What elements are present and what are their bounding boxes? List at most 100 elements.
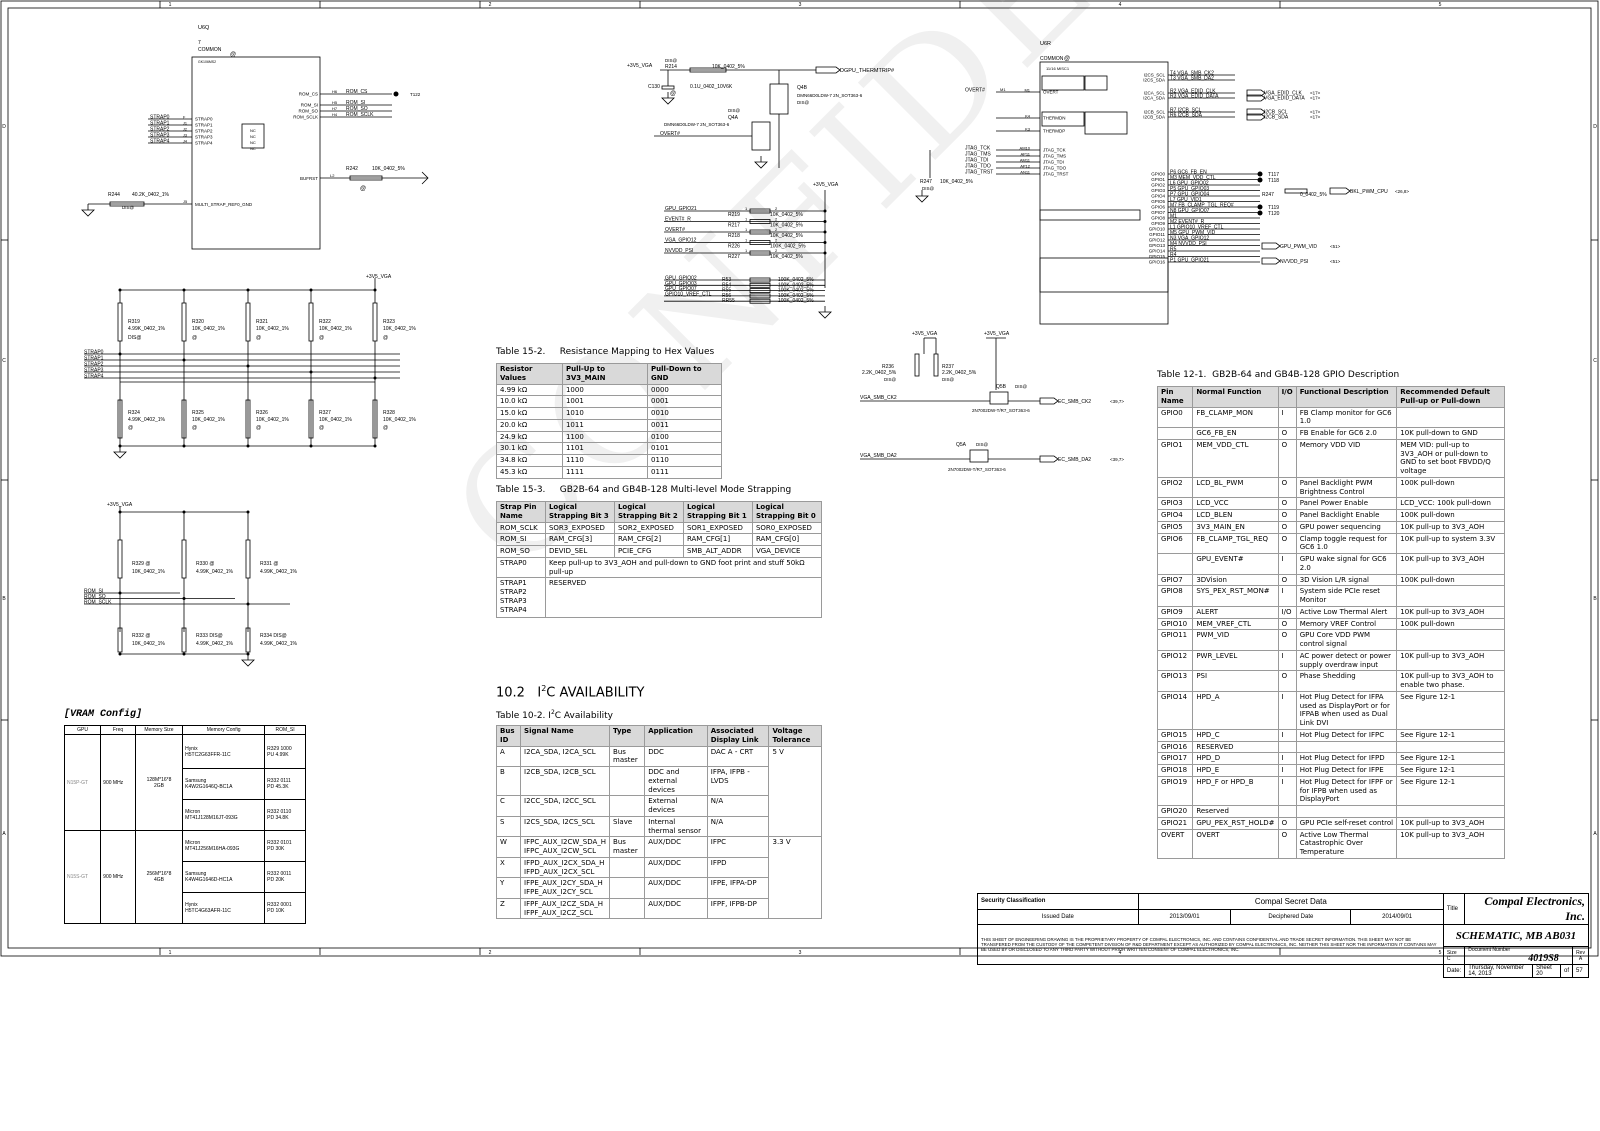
table-cell: I2CA_SDA, I2CA_SCL (520, 745, 611, 767)
resistor-ref: R329 @ (132, 561, 150, 567)
table-cell: Micron MT41J256M16HA-093G (182, 830, 266, 862)
net-label: EC_SMB_CK2 (1058, 399, 1091, 405)
table-header: Application (644, 725, 708, 747)
table-cell: Y (495, 877, 522, 899)
table-cell: GPU wake signal for GC6 2.0 (1295, 553, 1398, 575)
table-row: STRAP1 STRAP2 STRAP3 STRAP4 RESERVED (496, 577, 823, 619)
net-label: M3 MEM_VDD_CTL (1170, 175, 1216, 181)
pin-name: ROM_SO (298, 109, 318, 114)
table-cell: 10K pull-up to 3V3_AOH (1396, 520, 1505, 534)
table-cell: 10K pull-up to 3V3_AOH (1396, 605, 1505, 619)
border-row-label: D (2, 124, 6, 130)
table-cell: I (1277, 728, 1297, 742)
border-column-label: 5 (1439, 2, 1442, 8)
table-cell: Slave (609, 815, 646, 838)
table-cell: LCD_BL_PWM (1192, 476, 1279, 499)
border-row-label: B (1593, 596, 1597, 602)
table-cell: HPD_D (1192, 752, 1279, 765)
table-cell: N/A (706, 795, 770, 817)
table-cell: IFPD (706, 856, 770, 879)
table-cell: OVERT (1192, 828, 1279, 859)
u6q-tag: @ (230, 52, 236, 58)
resistor-value: 10K_0402_5% (770, 212, 803, 218)
table-cell: Memory VREF Control (1295, 617, 1398, 631)
resistor-ref: R323 (383, 319, 395, 325)
net-label: R2 VGA_EDID_CLK (1170, 89, 1216, 95)
pin-number: J2 (183, 128, 187, 132)
resistor-value: 10K_0402_1% (132, 569, 165, 575)
table-cell: 100K pull-down (1396, 573, 1505, 587)
table-header: Logical Strapping Bit 0 (751, 501, 823, 523)
table-row: Samsung K4W4G1646D-HC1A R332 0011 PD 20K (65, 861, 306, 893)
table-cell: DAC A - CRT (706, 745, 770, 767)
resistor-ref: R214 (665, 64, 677, 70)
table-cell: 0011 (647, 418, 722, 432)
table-cell: I2CC_SDA, I2CC_SCL (520, 795, 611, 817)
caption-title-sup: 2 (550, 709, 555, 716)
ground-icon (661, 97, 675, 105)
table-cell: O (1277, 670, 1297, 692)
table-cell: ALERT (1192, 605, 1279, 619)
pin-number: AP11 (1021, 152, 1031, 157)
table-cell: GPIO2 (1156, 476, 1194, 499)
pin-number: AM10 (1020, 146, 1031, 151)
table-header: Type (609, 725, 646, 747)
pin-number: AM11 (1020, 158, 1031, 163)
caption-title: GB2B-64 and GB4B-128 GPIO Description (1212, 370, 1400, 380)
table-cell: PSI (1192, 670, 1279, 692)
resistor-ref: R330 @ (196, 561, 214, 567)
table-cell: DEVID_SEL (544, 545, 615, 558)
table-cell: Internal thermal sensor (644, 815, 708, 838)
table-cell: Hot Plug Detect for IFPC (1295, 728, 1398, 742)
table-header: Voltage Tolerance (768, 725, 822, 747)
pin-name: GPIO12 (1149, 238, 1166, 243)
pin-number: H5 (332, 100, 338, 105)
sheet-inner-border (7, 7, 1592, 949)
test-point-label: T119 (1268, 205, 1279, 211)
pin-number: AP12 (1020, 164, 1031, 169)
table-cell: 1001 (561, 395, 649, 408)
junction-dot (246, 510, 250, 514)
sheet-cell: Sheet 20 (1532, 964, 1561, 978)
net-ref: <17> (1310, 91, 1321, 96)
test-point-icon (1257, 171, 1263, 177)
pin-number: 1 (745, 206, 748, 211)
resistor-ref: R217 (728, 223, 740, 229)
table-cell (609, 765, 646, 797)
resistor-value: 4.99K_0402_1% (128, 326, 166, 332)
table-cell: 3DVision (1192, 573, 1279, 587)
pin-number: M1 (1024, 88, 1030, 93)
net-label: VGA_EDID_DATA (1264, 96, 1305, 102)
table-cell: External devices (644, 795, 708, 817)
net-label: R5 (1170, 247, 1177, 253)
table-cell: 10K pull-up to 3V3_AOH (1396, 553, 1505, 575)
table-cell: GPIO18 (1156, 764, 1194, 777)
pin-name: JTAG_TCK (1043, 148, 1066, 153)
table-cell: 100K pull-down (1396, 476, 1505, 499)
transistor-tag: DIS@ (797, 100, 810, 105)
table-cell: I (1277, 553, 1297, 575)
resistor-value: 10K_0402_5% (940, 179, 973, 185)
table-cell: 24.9 kΩ (496, 430, 563, 444)
resistor-tag: @ (128, 425, 133, 431)
net-label: T3 VGA_SMB_DA2 (1170, 76, 1214, 82)
net-label: I2CB_SCL (1264, 110, 1288, 116)
table-cell: FB Enable for GC6 2.0 (1295, 427, 1398, 440)
table-header: Strap Pin Name (496, 501, 546, 523)
rom-net-label: ROM_SI (346, 100, 365, 106)
company-name: Compal Electronics, Inc. (1464, 893, 1589, 925)
strap-net-label: STRAP2 (150, 127, 170, 133)
junction-dot (823, 230, 827, 234)
strap-net-label: STRAP4 (150, 139, 170, 145)
table-cell: GPIO17 (1156, 752, 1194, 765)
table-header: Pull-Up to 3V3_MAIN (561, 363, 649, 385)
section-title-part: C AVAILABILITY (546, 685, 645, 701)
